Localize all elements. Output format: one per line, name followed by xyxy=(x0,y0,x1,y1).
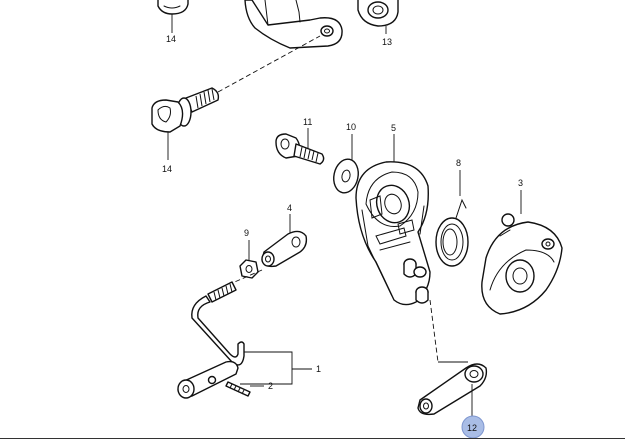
part-11-label: 11 xyxy=(303,117,312,127)
part-5-lever-drawing xyxy=(355,134,431,306)
bracket-drawing xyxy=(244,0,343,49)
part-10-label: 10 xyxy=(346,122,356,132)
part-10-washer-drawing xyxy=(333,134,359,194)
part-3-label: 3 xyxy=(518,178,523,188)
part-13-label: 13 xyxy=(382,37,392,47)
part-14-top-label: 14 xyxy=(166,34,176,44)
part-1-label: 1 xyxy=(316,364,321,374)
part-8-label: 8 xyxy=(456,158,461,168)
part-5-label: 5 xyxy=(391,123,396,133)
part-2-label: 2 xyxy=(268,381,273,391)
part-4-label: 4 xyxy=(287,203,292,213)
part-12-joint-drawing xyxy=(417,299,488,418)
part-14-bolt-drawing xyxy=(151,35,321,160)
part-4-joint-drawing xyxy=(261,214,308,268)
part-12-label[interactable]: 12 xyxy=(467,423,477,433)
part-2-pin-drawing xyxy=(225,381,264,397)
part-1-rod-drawing xyxy=(177,269,312,399)
part-11-bolt-drawing xyxy=(275,128,325,165)
part-3-cover-drawing xyxy=(481,190,563,315)
part-14-mid-label: 14 xyxy=(162,164,172,174)
part-9-nut-drawing xyxy=(239,240,259,279)
part-9-label: 9 xyxy=(244,228,249,238)
part-13-drawing xyxy=(357,0,399,34)
part-14-top-drawing xyxy=(157,0,189,33)
part-8-spring-drawing xyxy=(435,170,469,267)
